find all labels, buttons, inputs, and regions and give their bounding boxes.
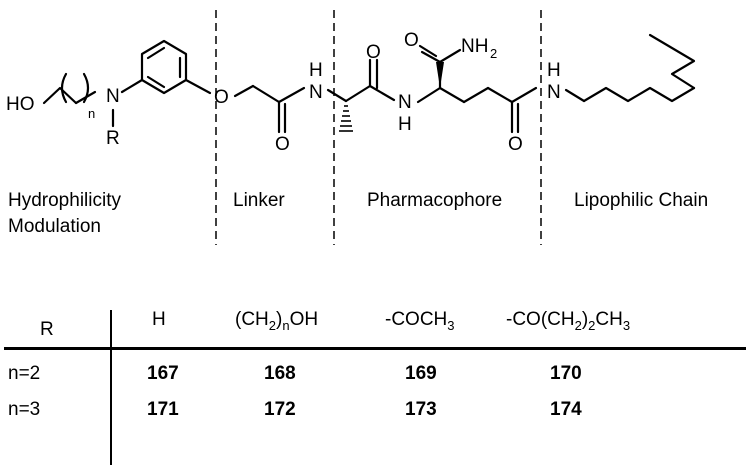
atom-o-ether: O bbox=[214, 87, 229, 108]
atom-nh2-amide: NH bbox=[461, 36, 488, 57]
section-label-lipophilic-chain: Lipophilic Chain bbox=[574, 190, 709, 211]
atom-n-subscript: n bbox=[88, 106, 95, 121]
atom-nh2-n: N bbox=[398, 92, 412, 113]
compound-number: 172 bbox=[264, 399, 296, 420]
column-header-co-post2: CH bbox=[595, 309, 623, 330]
table-vertical-rule bbox=[110, 310, 112, 465]
atom-o-carbonyl-3: O bbox=[508, 134, 523, 155]
compound-number: 171 bbox=[147, 399, 179, 420]
column-header-ch2n-oh-post2: OH bbox=[289, 309, 319, 330]
section-label-hydrophilicity-line2: Modulation bbox=[8, 216, 101, 237]
atom-nh2-h: H bbox=[398, 114, 412, 135]
compound-number: 169 bbox=[405, 363, 437, 384]
section-label-hydrophilicity: Hydrophilicity Modulation bbox=[8, 188, 121, 240]
column-header-co-post: ) bbox=[581, 309, 589, 330]
column-header-ch2n-oh-pre: (CH bbox=[235, 309, 269, 330]
column-header-co-sub3: 3 bbox=[622, 317, 631, 333]
atom-o-carbonyl-1: O bbox=[275, 134, 290, 155]
atom-o-amide: O bbox=[404, 30, 419, 51]
section-label-hydrophilicity-line1: Hydrophilicity bbox=[8, 190, 121, 211]
atom-nh3-n: N bbox=[547, 82, 561, 103]
methyl-hashed-bond bbox=[339, 105, 353, 132]
section-label-linker: Linker bbox=[233, 190, 285, 211]
atom-n-amine: N bbox=[106, 86, 120, 107]
row-label-n2: n=2 bbox=[8, 363, 41, 384]
column-header-ch2n-oh-post: ) bbox=[276, 309, 283, 330]
compound-number: 174 bbox=[550, 399, 582, 420]
column-header-coch3-pre: -COCH bbox=[385, 309, 448, 330]
table-horizontal-rule bbox=[4, 347, 746, 350]
table-corner-label: R bbox=[40, 319, 54, 340]
column-header-co-ch2-2-ch3: -CO(CH2)2CH3 bbox=[506, 308, 630, 338]
column-header-co-pre: -CO(CH bbox=[506, 309, 575, 330]
column-header-co-sub2: 2 bbox=[588, 317, 596, 333]
row-label-n3: n=3 bbox=[8, 399, 41, 420]
atom-ho: HO bbox=[6, 94, 35, 115]
column-header-co-sub: 2 bbox=[574, 317, 582, 333]
column-header-coch3-sub: 3 bbox=[447, 317, 455, 333]
column-header-ch2n-oh-sub: 2 bbox=[268, 317, 277, 333]
atom-nh3-h: H bbox=[547, 60, 561, 81]
compound-number: 170 bbox=[550, 363, 582, 384]
compound-number: 167 bbox=[147, 363, 179, 384]
atom-o-carbonyl-2: O bbox=[366, 42, 381, 63]
column-header-ch2n-oh: (CH2)nOH bbox=[235, 308, 318, 338]
column-header-ch2n-oh-sub2: n bbox=[282, 317, 290, 333]
atom-nh1-h: H bbox=[309, 60, 323, 81]
bond-network bbox=[42, 33, 696, 134]
wedge-bond bbox=[436, 62, 444, 88]
section-label-pharmacophore: Pharmacophore bbox=[367, 190, 503, 211]
atom-nh2-subscript: 2 bbox=[490, 46, 497, 61]
compound-number: 168 bbox=[264, 363, 296, 384]
atom-r: R bbox=[106, 128, 120, 149]
compound-number: 173 bbox=[405, 399, 437, 420]
atom-nh1-n: N bbox=[309, 82, 323, 103]
column-header-h: H bbox=[152, 309, 166, 330]
column-header-coch3: -COCH3 bbox=[385, 308, 455, 338]
